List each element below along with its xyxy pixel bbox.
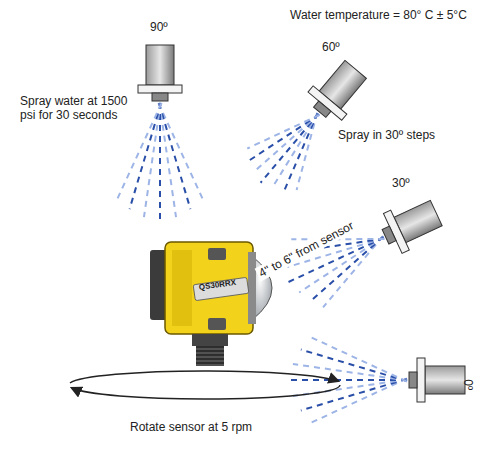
spray-nozzles <box>138 45 465 402</box>
angle-label: 90º <box>150 20 168 34</box>
angle-label: 0º <box>461 379 475 390</box>
water-spray <box>117 93 407 423</box>
rotation-arrow <box>70 371 338 383</box>
sensor <box>150 242 272 366</box>
note: Spray water at 1500 psi for 30 seconds <box>20 94 145 123</box>
rotation-arrow <box>72 385 340 399</box>
distance-label: 4" to 6" from sensor <box>255 218 358 282</box>
note: Spray in 30º steps <box>338 128 435 142</box>
angle-label: 30º <box>392 176 410 190</box>
angle-label: 60º <box>322 40 340 54</box>
note: Rotate sensor at 5 rpm <box>130 420 252 434</box>
note: Water temperature = 80° C ± 5°C <box>290 8 467 22</box>
